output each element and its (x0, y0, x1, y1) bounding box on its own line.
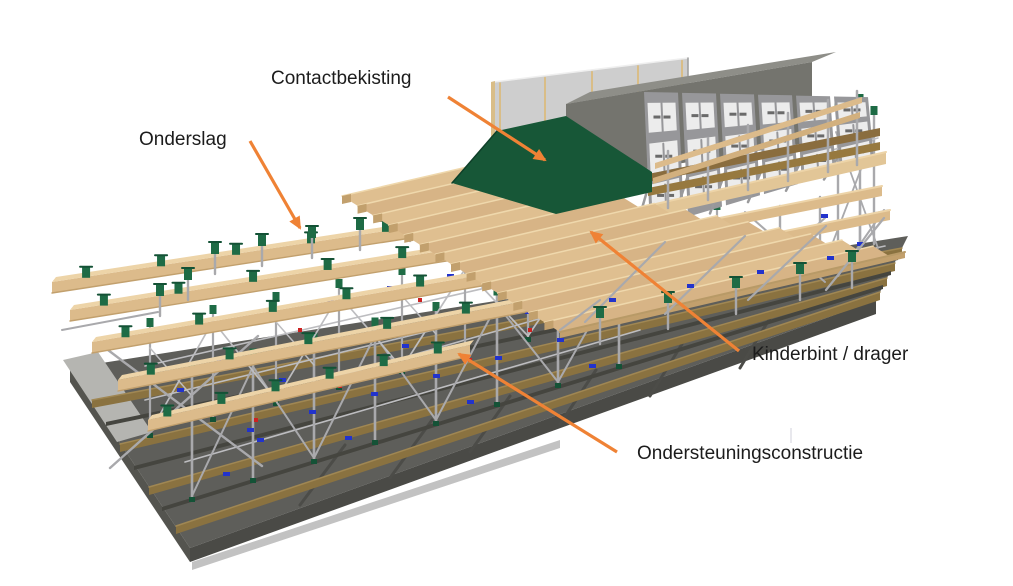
contactbekisting-deck (451, 116, 652, 214)
kinderbint-drager-label: Kinderbint / drager (752, 344, 909, 365)
ondersteuningsconstructie-arrow (457, 352, 618, 454)
contactbekisting-arrow (447, 95, 547, 162)
kinderbint-arrow (589, 230, 741, 353)
onderslag-label: Onderslag (139, 129, 227, 150)
support-scaffolding-front (558, 216, 886, 346)
text-cursor-artifact (790, 428, 792, 443)
ondersteuningsconstructie-label: Ondersteuningsconstructie (637, 443, 864, 464)
onderslag-arrow (248, 140, 302, 230)
annotation-arrows (248, 95, 741, 454)
contactbekisting-label: Contactbekisting (271, 68, 412, 89)
